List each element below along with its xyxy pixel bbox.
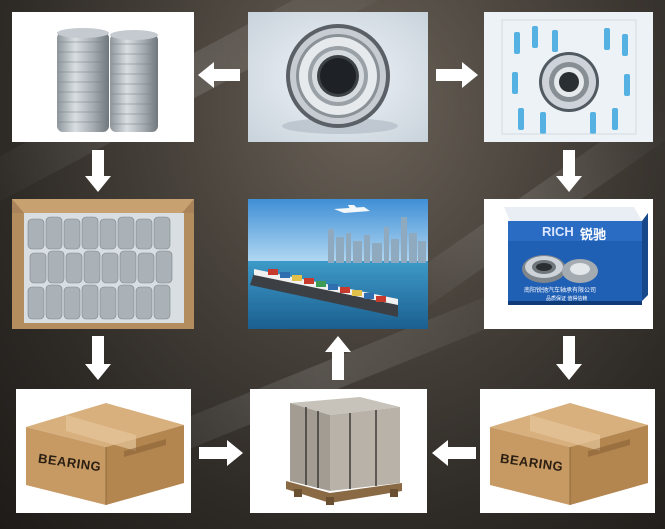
arrow-left-icon	[432, 440, 476, 466]
panel-carton-right: BEARING	[480, 389, 655, 513]
bearing-stacks-image	[57, 28, 158, 132]
cargo-ship-city-image	[248, 199, 428, 329]
panel-rich-box: RICH 锐驰 南阳锐驰汽车轴承有限公司 品质保证 值得信赖	[484, 199, 653, 329]
rich-company-label: 南阳锐驰汽车轴承有限公司	[524, 288, 597, 294]
plastic-wrapped-bearing-image	[484, 12, 653, 142]
panel-single-bearing	[248, 12, 428, 142]
panel-pallet	[250, 389, 427, 513]
arrow-down-icon	[556, 336, 582, 380]
arrow-right-icon	[436, 62, 478, 88]
panel-carton-filled	[12, 199, 194, 329]
palletized-cartons-image	[286, 397, 402, 505]
arrow-right-icon	[199, 440, 243, 466]
cardboard-box-image	[490, 403, 648, 505]
panel-packed-bearing	[484, 12, 653, 142]
arrow-up-icon	[325, 336, 351, 380]
rich-brand-label: RICH	[542, 224, 574, 239]
arrow-down-icon	[556, 150, 582, 192]
arrow-left-icon	[198, 62, 240, 88]
panel-bulk-bearings	[12, 12, 194, 142]
cardboard-box-image	[26, 403, 184, 505]
rich-slogan-label: 品质保证 值得信赖	[546, 296, 588, 302]
arrow-down-icon	[85, 336, 111, 380]
rich-bearing-box-image	[504, 207, 648, 305]
carton-with-bearings-image	[12, 199, 194, 329]
arrow-down-icon	[85, 150, 111, 192]
panel-carton-left: BEARING	[16, 389, 191, 513]
panel-cargo-ship	[248, 199, 428, 329]
rich-brand-cn-label: 锐驰	[580, 227, 607, 242]
deep-groove-bearing-image	[248, 12, 428, 142]
